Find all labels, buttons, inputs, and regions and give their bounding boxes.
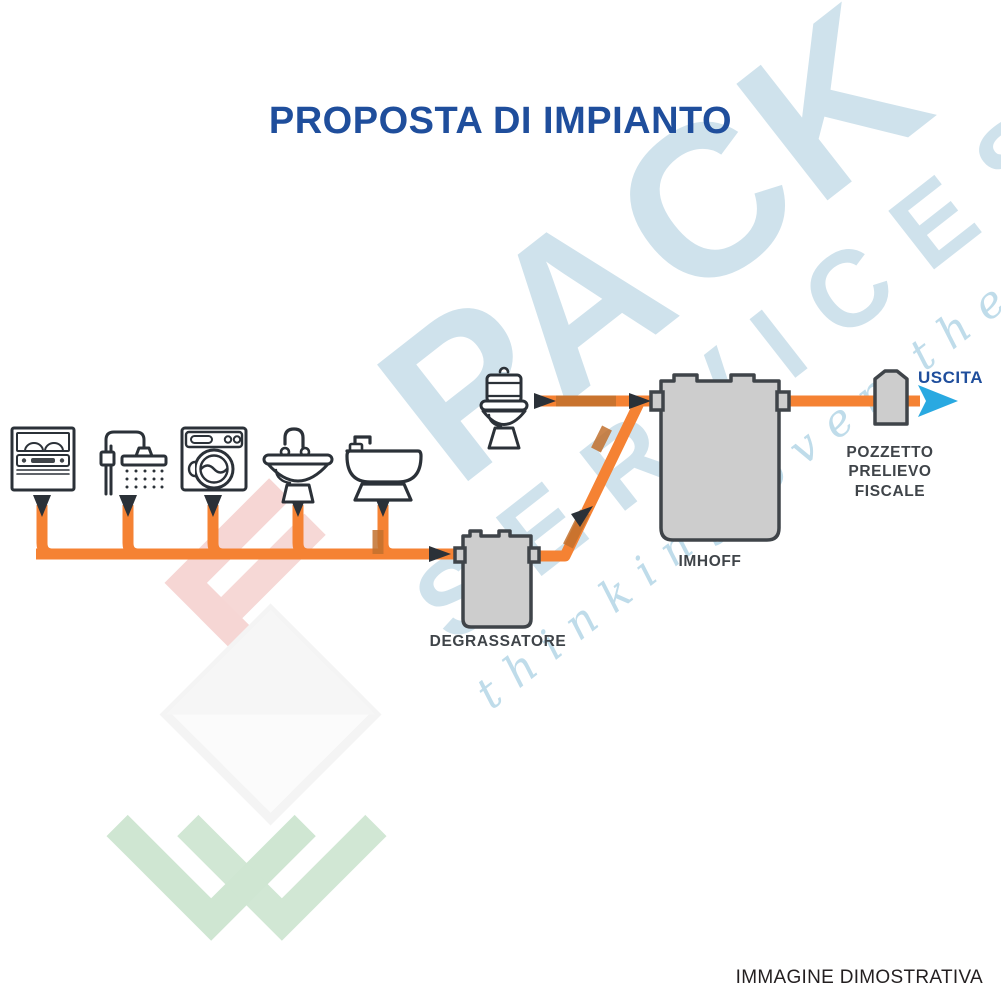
imhoff-tank[interactable] (649, 373, 791, 542)
exit-arrow-icon (918, 385, 958, 417)
label-pozzetto: POZZETTO PRELIEVO FISCALE (795, 443, 985, 501)
label-uscita: USCITA (918, 368, 984, 387)
label-pozzetto-line1: POZZETTO (846, 444, 934, 461)
shower-icon[interactable] (99, 430, 168, 496)
bathtub-icon[interactable] (345, 435, 423, 502)
pipe-shade-b (591, 425, 612, 453)
footer-note: IMMAGINE DIMOSTRATIVA (735, 967, 983, 988)
label-pozzetto-line2: PRELIEVO (848, 463, 932, 481)
dishwasher-icon[interactable] (10, 426, 76, 492)
label-pozzetto-line3: FISCALE (854, 482, 926, 500)
toilet-icon[interactable] (479, 366, 529, 450)
label-degrassatore: DEGRASSATORE (429, 633, 567, 650)
pipe-degrassatore-to-imhoff (537, 398, 645, 562)
page-title: PROPOSTA DI IMPIANTO (268, 100, 733, 142)
label-imhoff: IMHOFF (678, 553, 742, 570)
washing-machine-icon[interactable] (180, 426, 248, 492)
pozzetto-chamber[interactable] (873, 369, 909, 426)
washbasin-icon[interactable] (262, 427, 334, 504)
degrassatore-tank[interactable] (453, 529, 541, 629)
